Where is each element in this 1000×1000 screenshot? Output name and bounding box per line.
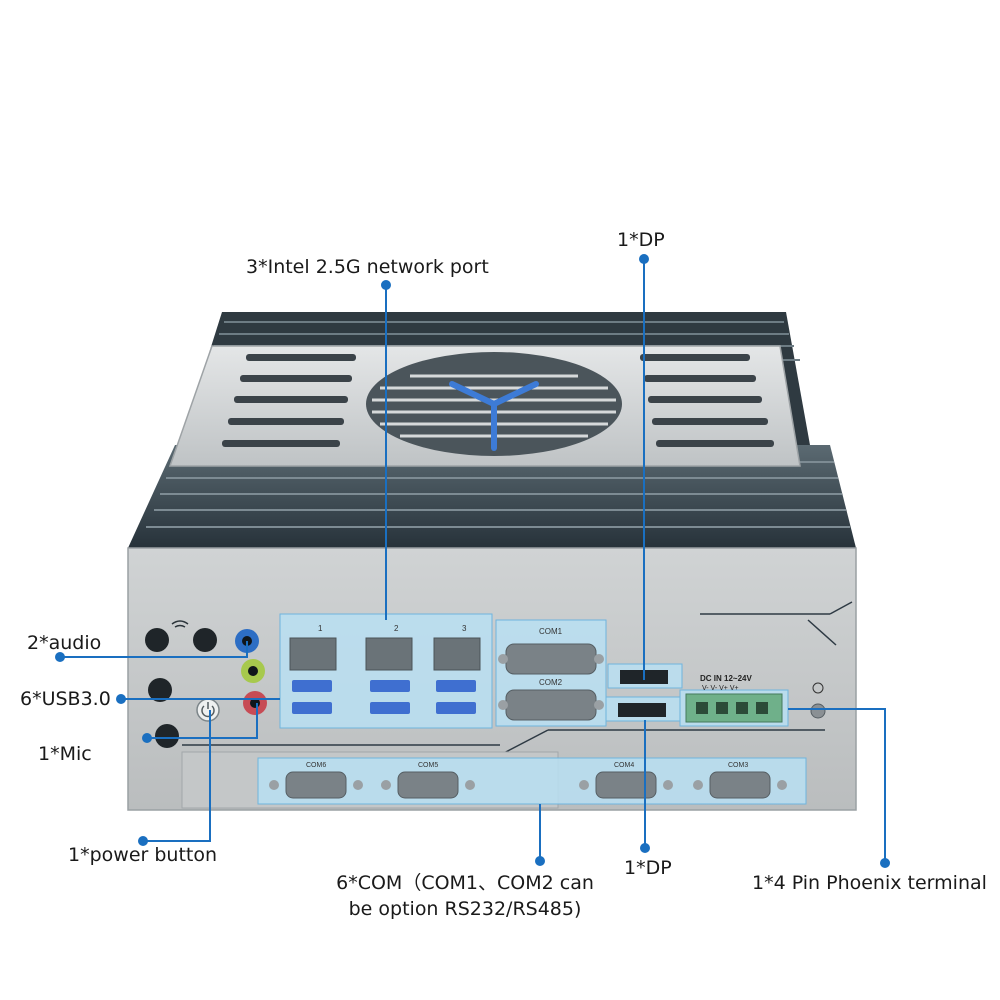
callout-mic: 1*Mic [38, 743, 92, 765]
callout-network-port: 3*Intel 2.5G network port [246, 256, 489, 278]
ground-screw-icon [810, 682, 826, 719]
com2-label: COM2 [539, 678, 563, 687]
callout-lines [60, 259, 886, 863]
lan-ports [289, 637, 481, 671]
dp-port-bottom [618, 703, 666, 717]
com-bottom-ports [285, 771, 771, 799]
callout-audio: 2*audio [27, 632, 102, 654]
lan1-label: 1 [318, 624, 323, 633]
com4-label: COM4 [614, 762, 634, 769]
callout-power-button: 1*power button [68, 844, 218, 866]
usb-ports [292, 680, 476, 714]
led-logo-icon [449, 381, 539, 451]
com5-label: COM5 [418, 762, 438, 769]
power-button[interactable] [196, 698, 220, 722]
com1-port [498, 643, 604, 675]
callout-usb: 6*USB3.0 [20, 688, 111, 710]
callout-dp-top: 1*DP [617, 229, 665, 251]
callout-dp-bottom: 1*DP [624, 857, 672, 879]
lan3-label: 3 [462, 624, 467, 633]
wifi-icon [171, 620, 189, 628]
dc-pins-label: V- V- V+ V+ [702, 685, 739, 692]
callout-phoenix-terminal: 1*4 Pin Phoenix terminal [752, 872, 987, 894]
com2-port [498, 689, 604, 721]
top-cover-plate [168, 345, 801, 467]
callout-dots [55, 254, 890, 868]
com6-label: COM6 [306, 762, 326, 769]
dc-in-label: DC IN 12~24V [700, 674, 752, 683]
com3-label: COM3 [728, 762, 748, 769]
callout-com-line2: be option RS232/RS485) [348, 897, 582, 920]
com1-label: COM1 [539, 627, 563, 636]
audio-jacks [235, 629, 267, 715]
callout-com: 6*COM（COM1、COM2 can be option RS232/RS48… [330, 871, 600, 922]
antenna-holes [145, 628, 217, 748]
lan2-label: 2 [394, 624, 399, 633]
callout-com-line1: 6*COM（COM1、COM2 can [336, 872, 594, 894]
